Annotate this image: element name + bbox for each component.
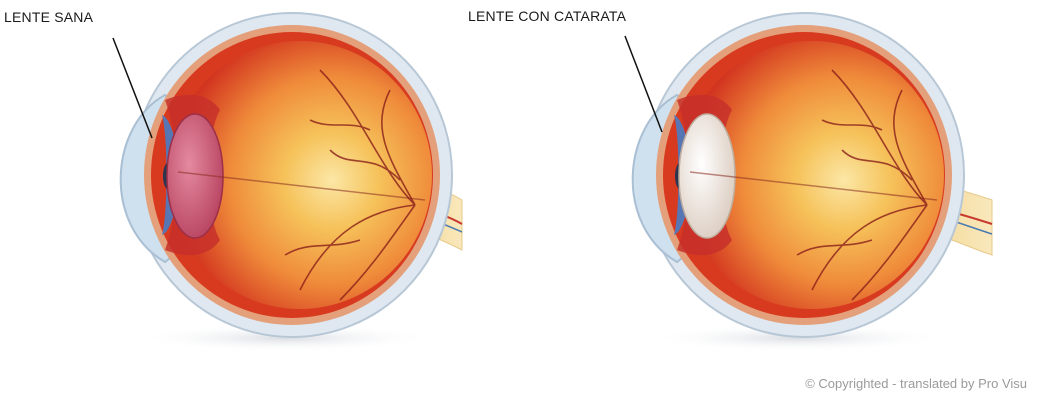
pointer-line-cataract: [625, 36, 662, 132]
pointer-line-healthy: [113, 38, 152, 138]
eye-diagram-cataract: [582, 0, 1002, 360]
eye-diagram-healthy: [70, 0, 470, 360]
copyright-notice: © Copyrighted - translated by Pro Visu: [805, 376, 1027, 391]
